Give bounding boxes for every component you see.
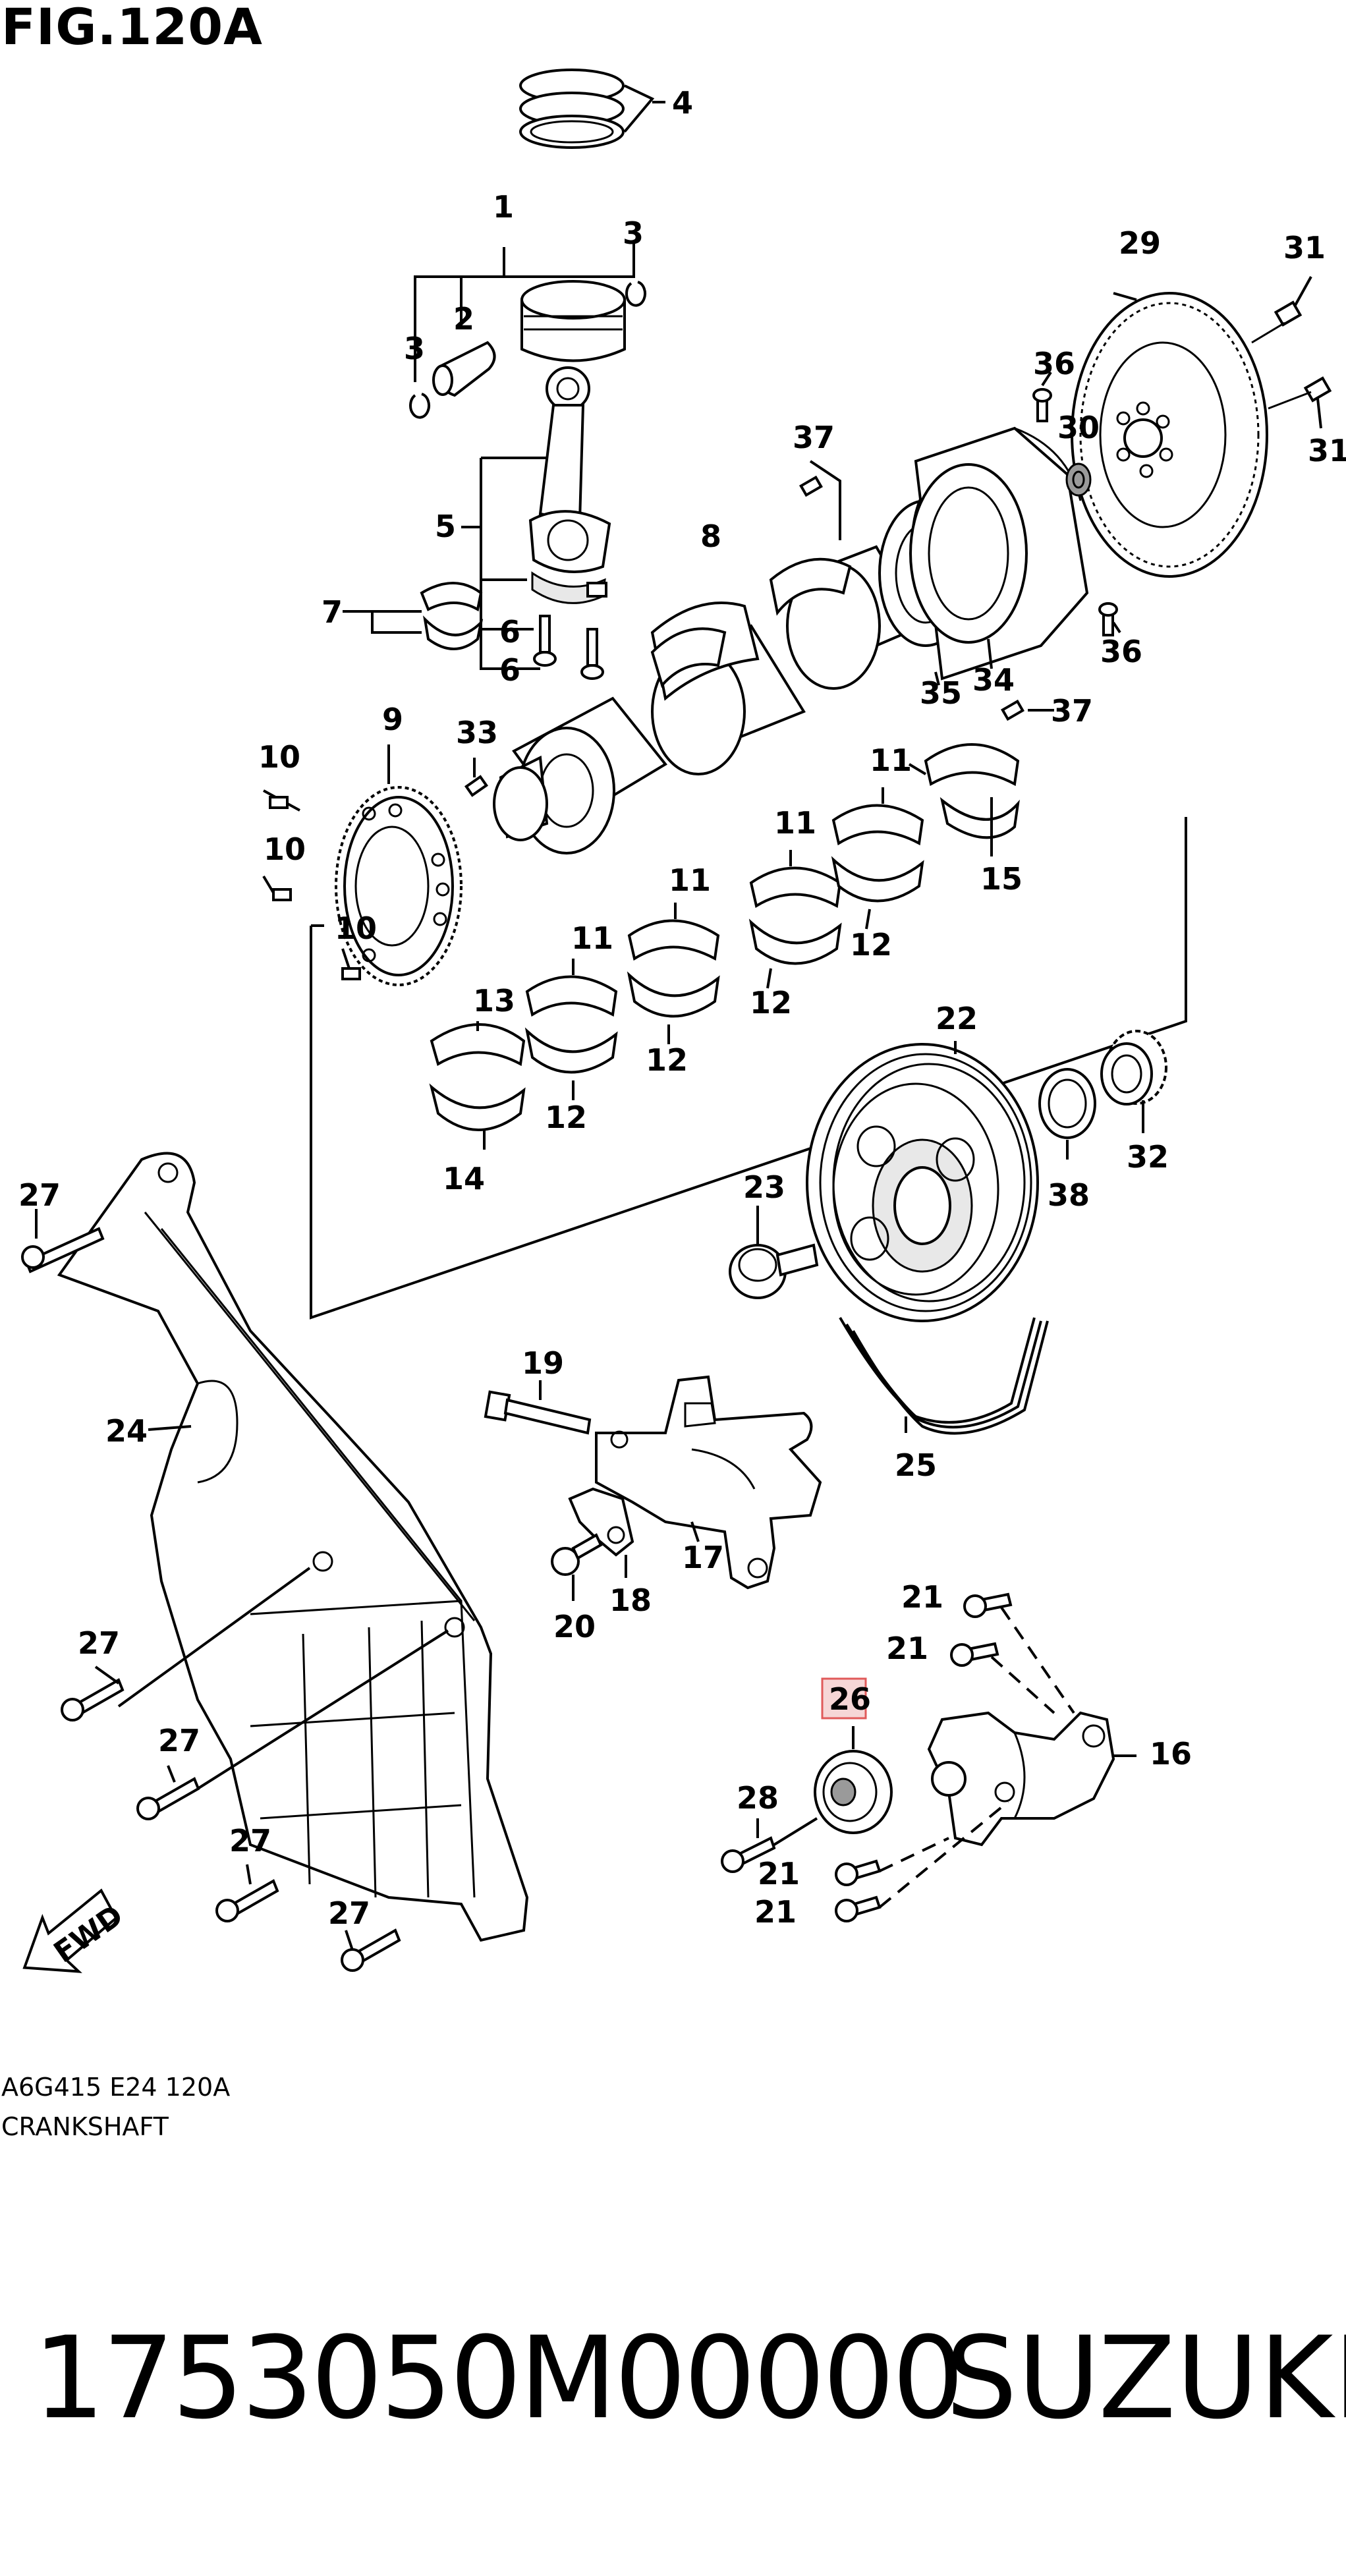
- crankshaft-counterweights: [650, 557, 852, 688]
- callout-18: 18: [609, 1582, 652, 1618]
- callout-12-4: 12: [545, 1100, 587, 1135]
- callout-20: 20: [553, 1609, 596, 1644]
- flywheel: [1071, 292, 1268, 578]
- callout-5: 5: [435, 509, 456, 544]
- callout-31-upper: 31: [1283, 230, 1326, 266]
- callout-6-upper: 6: [499, 614, 520, 650]
- idler-pulley: [814, 1750, 893, 1834]
- callout-27-4: 27: [229, 1823, 271, 1859]
- snap-rings: [409, 281, 647, 419]
- tensioner-assembly: [927, 1711, 1115, 1847]
- part-number: 1753050M00000: [33, 2312, 965, 2444]
- figure-code: A6G415 E24 120A: [1, 2073, 231, 2102]
- callout-10-top: 10: [258, 739, 300, 775]
- piston-rings: [519, 69, 625, 149]
- main-bearings: [429, 743, 1020, 1131]
- callout-27-5: 27: [328, 1895, 370, 1931]
- callout-4: 4: [672, 85, 693, 121]
- tensioner-bolts: [721, 1592, 1013, 1922]
- highlighted-callout-26[interactable]: 26: [821, 1677, 871, 1720]
- callout-21-4: 21: [754, 1894, 797, 1930]
- stud-bracket-18: [568, 1487, 634, 1557]
- callout-23: 23: [743, 1169, 785, 1205]
- callout-17: 17: [682, 1540, 724, 1575]
- cover-bolts: [21, 1227, 401, 1972]
- rear-oil-seal-housing: [909, 426, 1089, 681]
- callout-3-left: 3: [404, 331, 425, 366]
- callout-21-1: 21: [901, 1579, 943, 1615]
- callout-36-lower: 36: [1100, 634, 1142, 669]
- parts-diagram: FWD: [1, 0, 1346, 2141]
- callout-11-2: 11: [774, 805, 816, 841]
- exploded-view-drawing: FWD: [18, 69, 1346, 1973]
- callout-6-lower: 6: [499, 652, 520, 688]
- callout-38: 38: [1048, 1177, 1090, 1213]
- callout-37-upper: 37: [793, 420, 835, 455]
- callout-14: 14: [443, 1161, 485, 1196]
- callout-27-3: 27: [158, 1723, 200, 1758]
- callout-16: 16: [1150, 1736, 1192, 1772]
- callout-22: 22: [936, 1001, 978, 1036]
- callout-12-3: 12: [646, 1042, 688, 1078]
- timing-sprocket: [1100, 1030, 1167, 1106]
- housing-bolts: [1032, 388, 1118, 636]
- callout-34: 34: [972, 662, 1015, 698]
- callout-3-right: 3: [623, 215, 644, 251]
- callout-12-1: 12: [850, 927, 892, 963]
- front-oil-seal: [1038, 1068, 1096, 1139]
- pilot-bearing: [1065, 462, 1092, 497]
- plate-bolts: [269, 796, 361, 980]
- bolt-20: [551, 1533, 603, 1576]
- callout-8: 8: [700, 518, 721, 554]
- callout-11-3: 11: [669, 862, 711, 898]
- callout-31-lower: 31: [1308, 433, 1346, 468]
- callout-10-mid: 10: [264, 831, 306, 867]
- callout-12-2: 12: [750, 985, 792, 1021]
- drive-belt: [839, 1316, 1049, 1435]
- callout-19: 19: [522, 1345, 564, 1381]
- callout-1: 1: [493, 189, 514, 225]
- crank-pulley: [806, 1043, 1039, 1322]
- callout-27-2: 27: [78, 1625, 120, 1661]
- brand-name: SUZUKI: [945, 2312, 1346, 2444]
- flywheel-bolts: [1251, 300, 1332, 410]
- callout-37-lower: 37: [1051, 693, 1093, 729]
- callout-24: 24: [105, 1413, 148, 1449]
- callout-32: 32: [1127, 1139, 1169, 1175]
- callout-10-bottom: 10: [335, 910, 377, 946]
- callout-2: 2: [453, 301, 474, 337]
- callout-7: 7: [322, 594, 343, 630]
- callout-21-3: 21: [758, 1856, 800, 1891]
- figure-title: FIG.120A: [1, 0, 263, 56]
- bracket-bolt-19: [484, 1390, 592, 1435]
- rod-bolts: [533, 615, 604, 680]
- callout-26: 26: [829, 1681, 871, 1717]
- connecting-rod: [528, 366, 611, 604]
- callout-29: 29: [1119, 225, 1161, 261]
- callout-27-top: 27: [18, 1177, 61, 1213]
- callout-21-2: 21: [886, 1631, 928, 1666]
- callout-36-upper: 36: [1033, 346, 1075, 381]
- crank-key: [464, 775, 489, 797]
- callout-30: 30: [1057, 410, 1100, 445]
- piston-pin: [432, 341, 496, 397]
- callout-11-1: 11: [870, 742, 912, 778]
- timing-cover: [57, 1152, 529, 1942]
- callout-13: 13: [473, 983, 515, 1019]
- callout-9: 9: [382, 702, 403, 737]
- callout-15: 15: [980, 861, 1023, 897]
- callout-25: 25: [895, 1447, 937, 1483]
- callout-35: 35: [920, 675, 962, 711]
- forward-direction-arrow: FWD: [22, 1888, 129, 1973]
- dowel-pins: [799, 475, 1024, 721]
- crank-sensor-plate: [335, 786, 463, 986]
- figure-name: CRANKSHAFT: [1, 2112, 169, 2141]
- callout-28: 28: [737, 1780, 779, 1816]
- piston: [520, 280, 626, 362]
- callout-33: 33: [456, 715, 498, 750]
- callout-11-4: 11: [571, 920, 613, 956]
- pulley-bolt: [729, 1243, 819, 1299]
- idler-bracket: [595, 1375, 822, 1590]
- rod-bearing: [420, 582, 484, 650]
